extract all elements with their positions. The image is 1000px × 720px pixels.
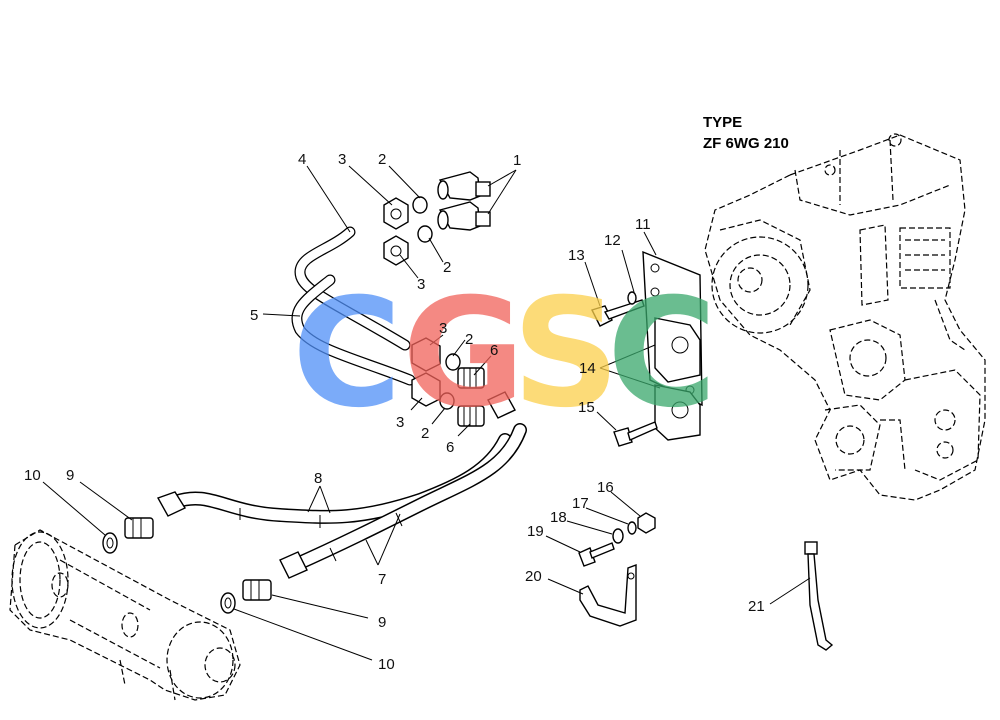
- nut-16: [637, 512, 656, 534]
- callout-6: 6: [490, 342, 498, 359]
- leader-lines: [42, 165, 811, 661]
- callout-16: 16: [597, 479, 614, 496]
- callout-13: 13: [568, 247, 585, 264]
- callout-6: 6: [446, 439, 454, 456]
- pipe-4: [294, 226, 411, 351]
- elbow-fitting-1: [437, 171, 491, 231]
- callout-labels: 1 2 2 2 2 3 3 3 3 4 5 6 6 7 8 9 9 10 10 …: [24, 151, 765, 673]
- union-9-upper: [124, 517, 154, 539]
- callout-3: 3: [338, 151, 346, 168]
- callout-21: 21: [748, 598, 765, 615]
- type-label: TYPE: [703, 114, 742, 131]
- callout-3: 3: [417, 276, 425, 293]
- callout-2: 2: [378, 151, 386, 168]
- callout-9: 9: [378, 614, 386, 631]
- bolt-13: [591, 299, 645, 327]
- clamp-14: [654, 317, 701, 441]
- nut-3-top: [383, 197, 409, 266]
- transmission-housing: [704, 133, 986, 501]
- model-label: ZF 6WG 210: [703, 135, 789, 152]
- watermark-letter-c2: C: [607, 267, 717, 441]
- watermark-letter-g: G: [402, 267, 525, 441]
- callout-5: 5: [250, 307, 258, 324]
- callout-3: 3: [439, 320, 447, 337]
- callout-18: 18: [550, 509, 567, 526]
- watermark-letter-s: S: [512, 267, 620, 441]
- callout-4: 4: [298, 151, 306, 168]
- callout-2: 2: [443, 259, 451, 276]
- callout-10: 10: [378, 656, 395, 673]
- washer-12: [627, 291, 637, 305]
- washer-17: [627, 521, 637, 535]
- nut-3-middle: [411, 337, 441, 407]
- cap-2-top: [412, 196, 433, 243]
- oil-cooler: [9, 529, 241, 701]
- washer-10-upper: [102, 532, 118, 554]
- cap-2-middle: [439, 353, 461, 410]
- callout-3: 3: [396, 414, 404, 431]
- hose-end-fitting: [156, 391, 516, 579]
- watermark: C G S C: [292, 267, 717, 441]
- adapter-6: [457, 367, 485, 427]
- hose-7: [288, 423, 527, 572]
- callout-10: 10: [24, 467, 41, 484]
- callout-11: 11: [635, 216, 651, 233]
- callout-1: 1: [513, 152, 521, 169]
- callout-15: 15: [578, 399, 595, 416]
- callout-14: 14: [579, 360, 596, 377]
- callout-2: 2: [421, 425, 429, 442]
- bolt-19: [578, 542, 615, 567]
- washer-10-lower: [220, 592, 236, 614]
- bracket-20: [579, 563, 637, 627]
- callout-7: 7: [378, 571, 386, 588]
- callout-8: 8: [314, 470, 322, 487]
- cable-tie-21: [804, 541, 834, 651]
- union-9-lower: [242, 579, 272, 601]
- bolt-15: [613, 421, 658, 447]
- washer-18: [612, 528, 624, 544]
- callout-17: 17: [572, 495, 589, 512]
- pipe-5: [291, 274, 416, 386]
- callout-9: 9: [66, 467, 74, 484]
- watermark-letter-c1: C: [292, 267, 402, 441]
- callout-12: 12: [604, 232, 621, 249]
- callout-20: 20: [525, 568, 542, 585]
- callout-2: 2: [465, 331, 473, 348]
- callout-19: 19: [527, 523, 544, 540]
